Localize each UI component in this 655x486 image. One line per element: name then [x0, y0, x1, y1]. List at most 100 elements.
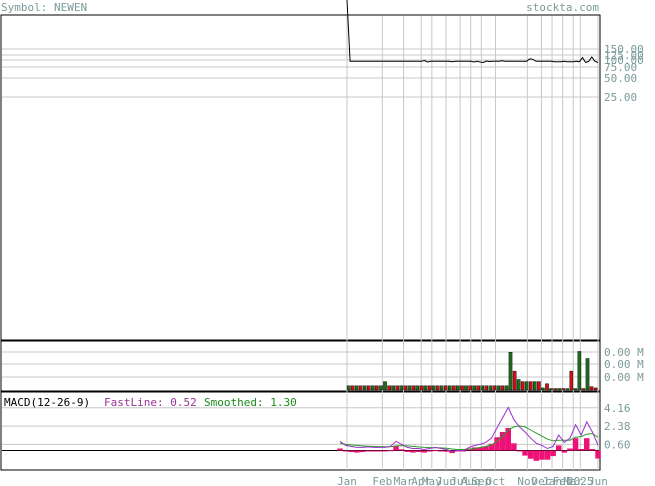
grid [2, 16, 599, 470]
volume-bar [529, 381, 533, 391]
macd-histogram-bar [443, 450, 450, 452]
macd-histogram-bar [483, 446, 489, 451]
macd-tick-label: 2.38 [604, 420, 631, 433]
volume-tick-label: 0.00 M [604, 371, 644, 384]
x-tick-label: May [422, 475, 442, 486]
volume-bar [411, 385, 416, 391]
macd-histogram-bar [387, 450, 394, 452]
volume-bar [480, 385, 485, 391]
macd-histogram-bar [578, 449, 584, 451]
volume-bar [468, 385, 472, 391]
volume-bar [383, 381, 387, 391]
price-tick-label: 150.00 [604, 43, 644, 56]
macd-histogram-bar [584, 438, 590, 451]
macd-histogram-bar [415, 450, 422, 452]
macd-tick-label: 4.16 [604, 402, 631, 415]
volume-bar [403, 385, 408, 391]
macd-histogram-bar [432, 450, 439, 452]
volume-bar [524, 381, 529, 391]
volume-bar [472, 385, 476, 391]
macd-smoothed-line [339, 425, 599, 450]
macd-series [337, 406, 601, 461]
volume-bar [419, 385, 424, 391]
volume-bar [504, 385, 509, 391]
macd-histogram-bar [410, 450, 416, 453]
macd-histogram-bar [337, 448, 343, 451]
volume-bar [496, 385, 501, 391]
volume-bar [476, 385, 480, 391]
macd-histogram-bar [499, 432, 506, 451]
price-tick-label: 75.00 [604, 61, 637, 74]
macd-smoothed-label: Smoothed: 1.30 [204, 396, 297, 409]
x-tick-label: Dec [531, 475, 551, 486]
macd-histogram-bar [477, 447, 483, 451]
volume-series [346, 351, 598, 391]
x-tick-label: Jan [337, 475, 357, 486]
volume-bar [407, 385, 412, 391]
volume-bar [379, 385, 383, 391]
volume-bar [452, 385, 456, 391]
volume-bar [541, 387, 545, 391]
volume-bar [444, 385, 448, 391]
macd-histogram-bar [505, 427, 511, 451]
volume-bar [565, 388, 569, 391]
volume-bar [537, 381, 541, 391]
macd-histogram-bar [516, 450, 523, 452]
volume-bar [354, 385, 359, 391]
macd-histogram-bar [466, 449, 472, 451]
x-tick-label: Aug [461, 475, 481, 486]
macd-tick-label: 0.60 [604, 438, 631, 451]
price-tick-label: 100.00 [604, 54, 644, 67]
price-series [346, 0, 599, 64]
macd-histogram-bar [427, 450, 433, 452]
volume-bar [387, 385, 391, 391]
volume-bar [577, 351, 582, 391]
macd-histogram-bar [421, 450, 427, 453]
volume-bar [512, 370, 517, 391]
macd-histogram-bar [533, 450, 540, 461]
volume-bar [573, 388, 578, 391]
volume-bar [492, 385, 497, 391]
volume-bar [456, 385, 460, 391]
price-line [346, 0, 599, 64]
volume-bar [427, 385, 432, 391]
volume-bar [484, 385, 489, 391]
price-panel [0, 14, 601, 341]
macd-histogram-bar [494, 437, 500, 451]
macd-histogram-bar [354, 450, 360, 453]
volume-bar [460, 385, 464, 391]
volume-tick-label: 0.00 M [604, 346, 644, 359]
macd-histogram-bar [539, 450, 545, 460]
volume-bar [375, 385, 379, 391]
x-tick-label: Mar [563, 475, 583, 486]
volume-bar [557, 388, 561, 391]
volume-bar [589, 386, 594, 391]
macd-histogram-bar [365, 450, 371, 452]
macd-histogram-bar [589, 449, 596, 451]
volume-bar [561, 388, 565, 391]
macd-histogram-bar [488, 443, 495, 451]
x-tick-label: Feb [372, 475, 392, 486]
volume-bar [431, 385, 436, 391]
volume-bar [464, 385, 468, 391]
volume-bar [585, 358, 590, 391]
volume-bar [553, 388, 557, 391]
macd-title: MACD(12-26-9) [4, 396, 90, 409]
macd-histogram-bar [572, 438, 579, 451]
x-tick-label: Sep [471, 475, 491, 486]
volume-bar [545, 383, 549, 391]
x-tick-label: Oct [486, 475, 506, 486]
volume-bar [533, 381, 537, 391]
macd-fast-line [339, 406, 599, 453]
x-tick-label: Apr [411, 475, 431, 486]
volume-bar [358, 385, 363, 391]
x-tick-label: 2025 [567, 475, 594, 486]
macd-histogram-bar [561, 450, 568, 453]
volume-bar [593, 387, 598, 391]
macd-histogram-bar [376, 450, 382, 452]
x-tick-label: Jun [436, 475, 456, 486]
site-label: stockta.com [526, 1, 599, 14]
x-tick-label: Jan [542, 475, 562, 486]
